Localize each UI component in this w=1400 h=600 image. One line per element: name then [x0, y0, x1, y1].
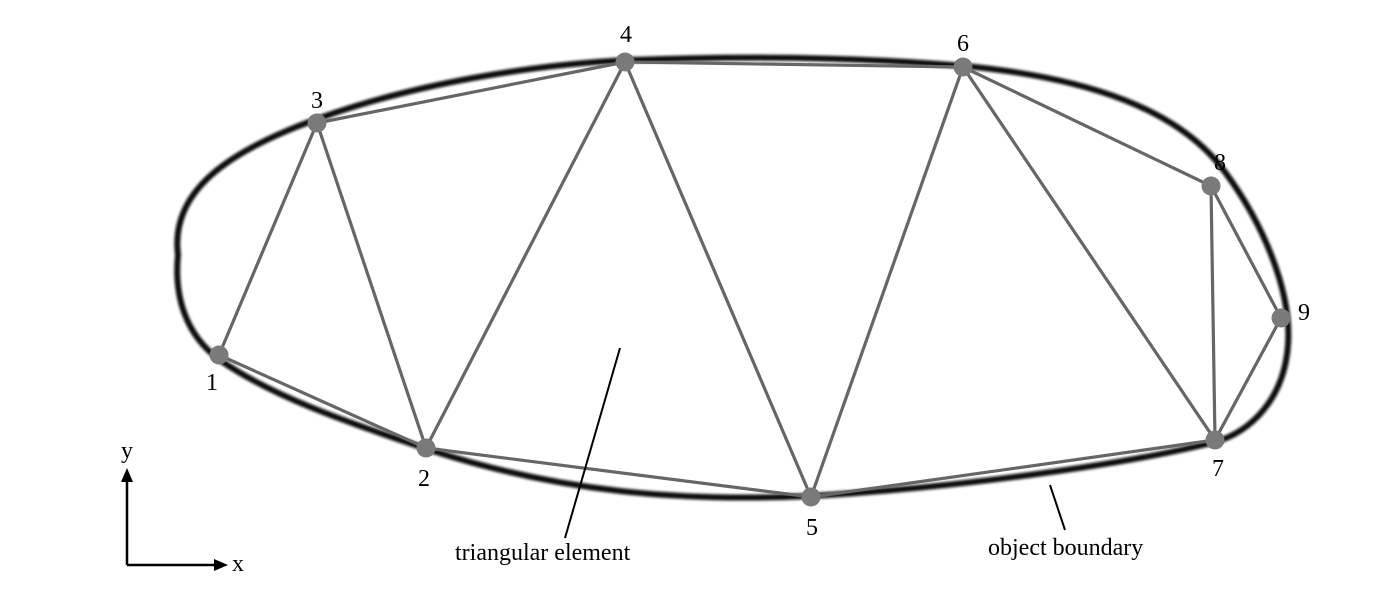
mesh-edge-6-8: [961, 65, 1213, 188]
node-7-label: 7: [1212, 456, 1224, 482]
node-3-label: 3: [311, 88, 323, 114]
y-axis-arrowhead: [121, 468, 133, 482]
axes-indicator: y x: [121, 438, 244, 577]
object-boundary-label: object boundary: [988, 535, 1143, 561]
object-boundary-curve: [174, 54, 1292, 501]
mesh-edge-6-7: [961, 65, 1217, 442]
node-9-label: 9: [1298, 300, 1310, 326]
mesh-edge-3-4: [315, 60, 627, 125]
node-5-point: [801, 487, 821, 507]
node-6-label: 6: [957, 31, 969, 57]
node-3-point: [307, 113, 327, 133]
mesh-edge-4-5: [623, 60, 813, 499]
node-5-label: 5: [806, 515, 818, 541]
mesh-edge-1-3: [217, 121, 319, 357]
node-1-label: 1: [206, 370, 218, 396]
mesh-edge-5-7: [809, 438, 1217, 499]
node-1-point: [209, 345, 229, 365]
node-8-label: 8: [1214, 150, 1226, 176]
mesh-edge-8-9: [1209, 184, 1283, 320]
boundary-leader-line: [1049, 484, 1066, 531]
mesh-edge-9-7: [1213, 316, 1283, 442]
mesh-edge-1-2: [217, 353, 428, 450]
triangular-element-label: triangular element: [455, 540, 631, 566]
y-axis-label: y: [121, 438, 133, 464]
node-7-point: [1205, 430, 1225, 450]
node-8-point: [1201, 176, 1221, 196]
element-leader-line: [564, 347, 621, 539]
node-2-point: [416, 438, 436, 458]
mesh-edge-3-2: [315, 121, 428, 450]
x-axis-arrowhead: [214, 559, 228, 571]
node-9-point: [1271, 308, 1291, 328]
mesh-edge-5-6: [809, 65, 965, 499]
mesh-edges: [217, 60, 1283, 499]
x-axis-label: x: [232, 551, 244, 577]
mesh-edge-4-6: [623, 60, 965, 69]
node-4-label: 4: [620, 22, 632, 48]
node-6-point: [953, 57, 973, 77]
node-2-label: 2: [418, 466, 430, 492]
node-4-point: [615, 52, 635, 72]
mesh-edge-2-5: [424, 446, 813, 499]
mesh-nodes: 1 2 3 4 5 6 7 8 9: [206, 22, 1310, 541]
mesh-edge-8-7: [1209, 184, 1217, 442]
mesh-edge-2-4: [424, 60, 627, 450]
